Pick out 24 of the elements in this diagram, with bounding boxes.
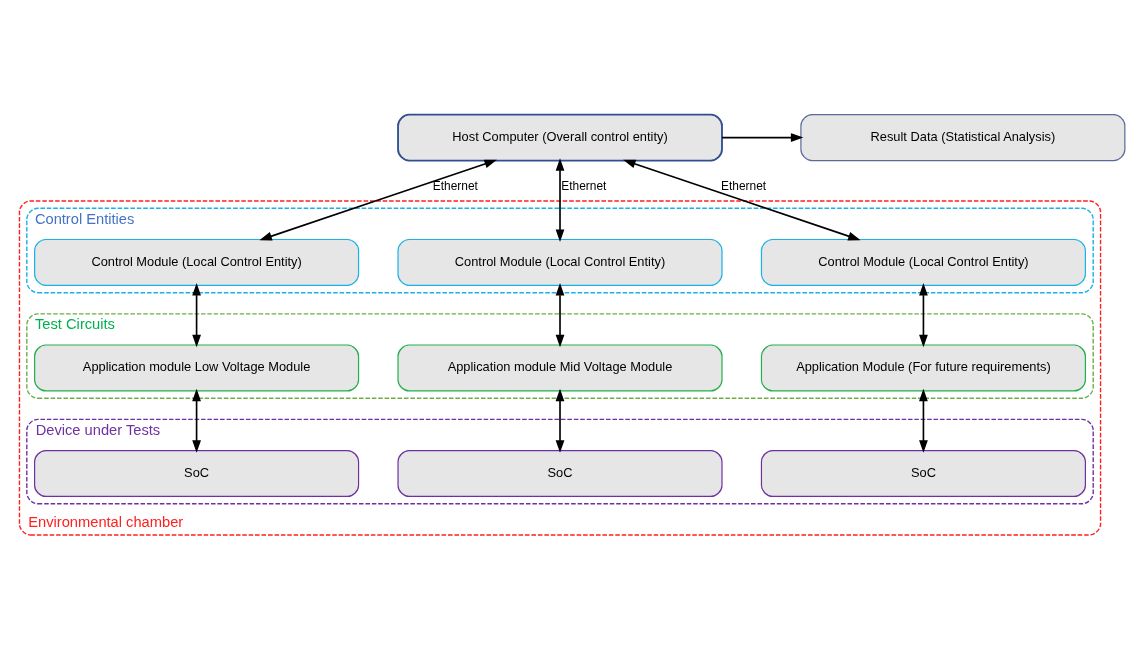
node-box: SoC xyxy=(397,449,723,498)
arrow xyxy=(555,388,565,453)
arrow xyxy=(192,283,201,348)
arrow xyxy=(259,159,497,241)
node-box: SoC xyxy=(34,449,360,498)
edge-label: Ethernet xyxy=(561,179,607,194)
node-box: Control Module (Local Control Entity) xyxy=(397,238,723,286)
edge-label: Ethernet xyxy=(432,179,478,194)
arrow xyxy=(623,159,861,241)
node-box: Host Computer (Overall control entity) xyxy=(397,113,723,162)
node-box: Control Module (Local Control Entity) xyxy=(760,238,1086,286)
node-box: SoC xyxy=(760,449,1086,498)
arrow xyxy=(555,283,565,348)
node-box: Control Module (Local Control Entity) xyxy=(34,238,360,286)
edge-label: Ethernet xyxy=(721,179,767,194)
arrow xyxy=(555,158,565,242)
node-box: Application module Mid Voltage Module xyxy=(397,344,723,392)
node-box: Application module Low Voltage Module xyxy=(34,344,360,392)
node-box: Application Module (For future requirements) xyxy=(760,344,1086,392)
arrow xyxy=(192,388,201,453)
arrow xyxy=(919,388,928,453)
arrow xyxy=(721,133,804,142)
node-box: Result Data (Statistical Analysis) xyxy=(800,114,1126,162)
arrow xyxy=(919,283,928,348)
